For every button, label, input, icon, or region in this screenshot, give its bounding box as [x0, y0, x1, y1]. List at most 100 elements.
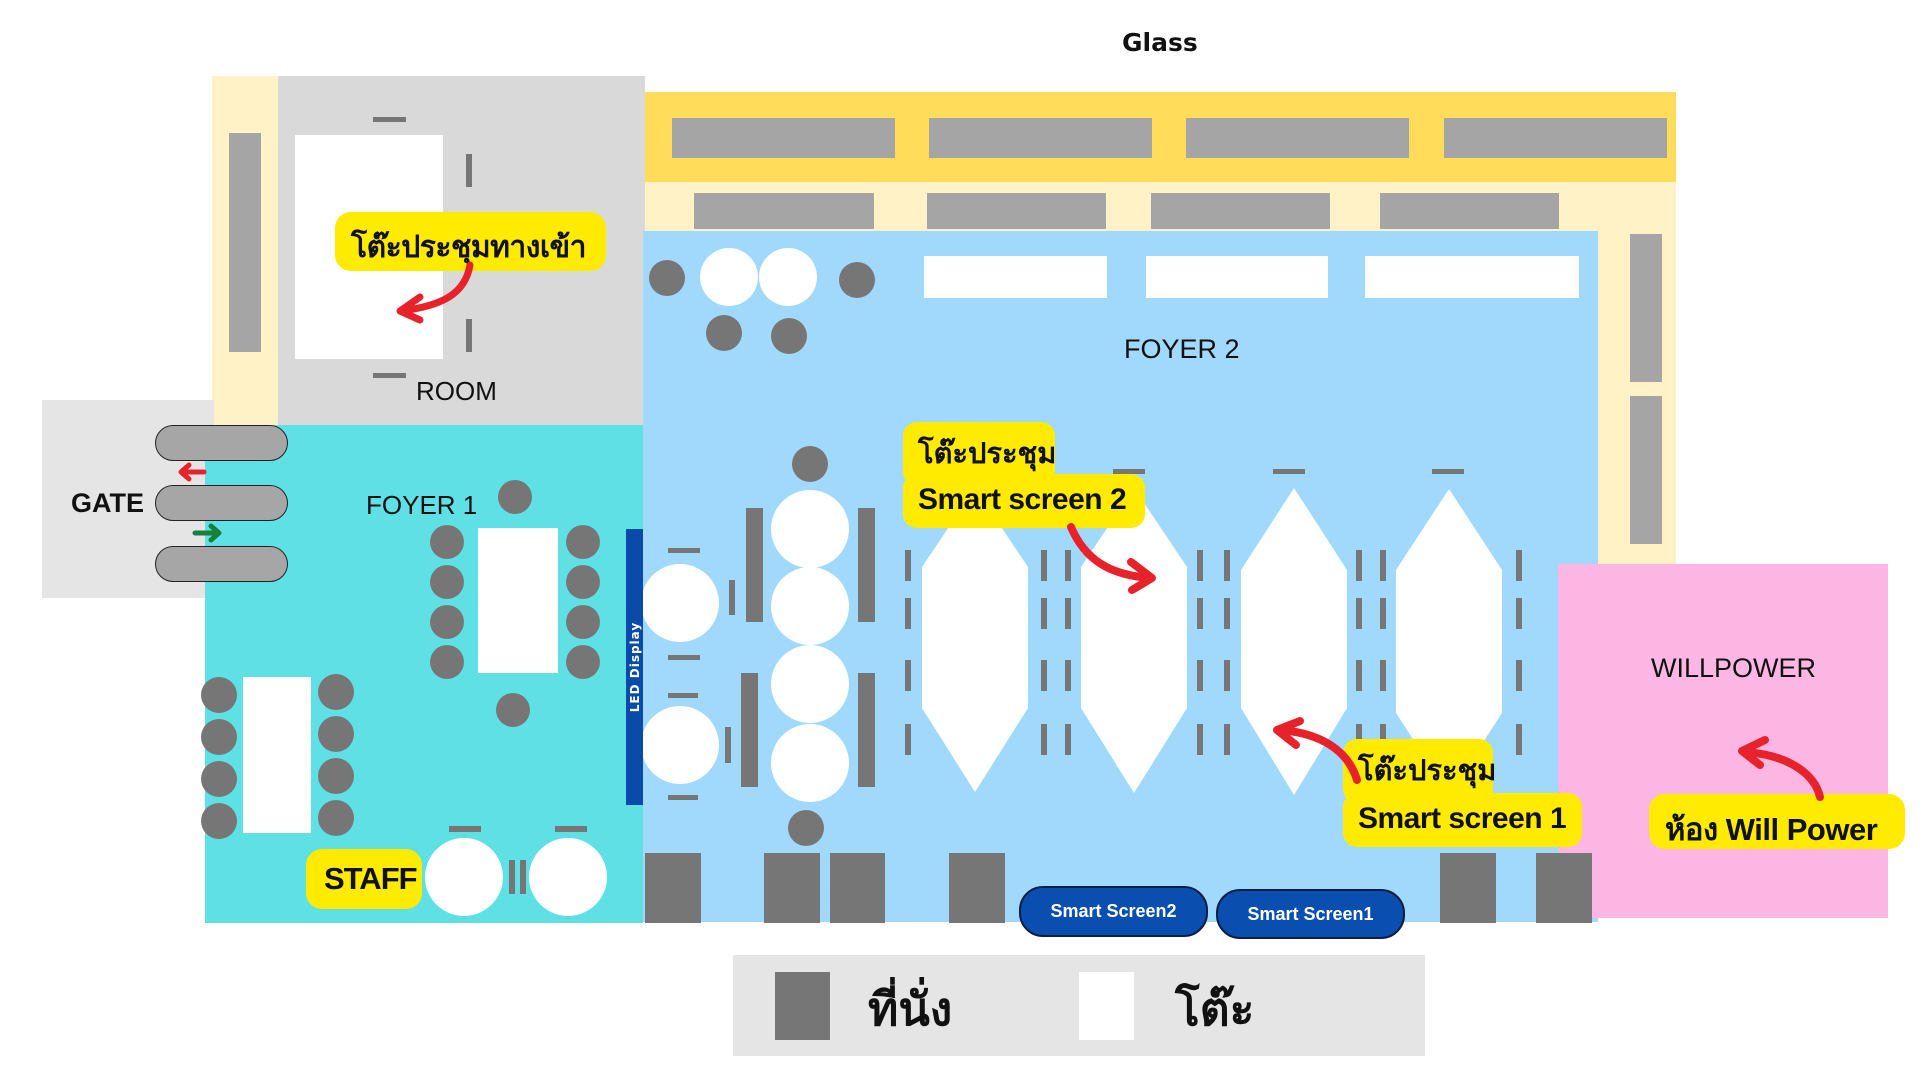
chair — [1041, 660, 1047, 691]
chair — [509, 860, 515, 894]
wall-seat — [694, 193, 874, 229]
callout-ss1-line1: โต๊ะประชุม — [1358, 755, 1497, 787]
smart-screen-1[interactable]: Smart Screen1 — [1216, 889, 1405, 939]
glass-wall-seat — [672, 118, 895, 158]
chair — [1380, 660, 1386, 691]
chair — [1041, 550, 1047, 581]
bottom-seat — [830, 853, 885, 923]
bottom-seat — [764, 853, 820, 923]
callout-willpower: ห้อง Will Power — [1649, 794, 1905, 849]
callout-ss1-top — [1343, 739, 1493, 803]
gate-label: GATE — [71, 488, 144, 518]
callout-entrance-text: โต๊ะประชุมทางเข้า — [351, 231, 587, 264]
chair — [1356, 550, 1362, 581]
round-table — [771, 567, 849, 645]
foyer1-table — [478, 528, 558, 673]
chair — [1065, 598, 1071, 629]
bottom-seat — [949, 853, 1005, 923]
foyer2-long-table — [1146, 256, 1328, 298]
bottom-seat — [645, 853, 701, 923]
chair — [1041, 598, 1047, 629]
round-table — [771, 490, 849, 568]
chair — [788, 810, 824, 846]
round-table — [700, 248, 758, 306]
chair — [566, 605, 600, 639]
chair — [706, 315, 742, 351]
bench — [858, 673, 875, 787]
chair — [725, 727, 731, 763]
staff-label-text: STAFF — [324, 861, 418, 896]
foyer2-long-table — [1365, 256, 1579, 298]
foyer2-label: FOYER 2 — [1124, 334, 1240, 364]
chair — [1197, 724, 1203, 755]
right-wall-seat — [1630, 234, 1662, 382]
chair — [318, 716, 354, 752]
willpower-label: WILLPOWER — [1651, 653, 1817, 683]
chair — [1224, 660, 1230, 691]
foyer1-table — [243, 677, 311, 833]
chair — [1273, 469, 1305, 474]
legend: ที่นั่ง โต๊ะ — [733, 955, 1425, 1056]
chair — [318, 800, 354, 836]
chair — [430, 565, 464, 599]
right-wall-seat — [1630, 396, 1662, 544]
chair — [1516, 660, 1522, 691]
callout-ss1-line2: Smart screen 1 — [1358, 802, 1567, 835]
chair — [1516, 550, 1522, 581]
foyer2-long-table — [924, 256, 1107, 298]
willpower-room[interactable] — [1558, 564, 1888, 918]
round-table — [759, 248, 817, 306]
chair — [668, 693, 698, 698]
smart-screen-2[interactable]: Smart Screen2 — [1019, 886, 1208, 937]
wall-seat — [1151, 193, 1330, 229]
chair — [566, 525, 600, 559]
callout-ss2-line1: โต๊ะประชุม — [918, 438, 1057, 470]
staff-round-table — [529, 838, 607, 916]
chair — [318, 674, 354, 710]
chair — [201, 803, 237, 839]
chair — [668, 795, 698, 800]
room-chair — [373, 117, 406, 122]
chair — [430, 605, 464, 639]
gate-turnstile-1 — [155, 425, 288, 461]
chair — [496, 693, 530, 727]
round-table — [771, 645, 849, 723]
chair — [905, 660, 911, 691]
glass-wall-seat — [1186, 118, 1409, 158]
chair — [1065, 550, 1071, 581]
bottom-seat — [1536, 853, 1592, 923]
chair — [566, 565, 600, 599]
staff-round-table — [425, 838, 503, 916]
round-table — [771, 724, 849, 802]
glass-label: Glass — [1122, 28, 1198, 57]
bench — [858, 508, 875, 622]
legend-table-swatch — [1079, 972, 1134, 1040]
round-table — [641, 706, 719, 784]
room-chair — [466, 154, 472, 187]
chair — [729, 580, 735, 615]
room-chair — [466, 319, 472, 352]
room-chair — [373, 373, 406, 378]
gate-turnstile-2 — [155, 485, 288, 521]
legend-seat-swatch — [775, 972, 830, 1040]
chair — [201, 719, 237, 755]
legend-table-label: โต๊ะ — [1175, 982, 1255, 1036]
gate-turnstile-3 — [155, 546, 288, 582]
room-label: ROOM — [416, 376, 497, 406]
callout-ss2-line2: Smart screen 2 — [918, 483, 1127, 516]
bench — [746, 508, 763, 622]
legend-seat-label: ที่นั่ง — [868, 982, 953, 1036]
chair — [1224, 550, 1230, 581]
glass-wall-seat — [1444, 118, 1667, 158]
chair — [839, 262, 875, 298]
chair — [905, 598, 911, 629]
chair — [1224, 598, 1230, 629]
chair — [771, 318, 807, 354]
callout-ss2-bottom — [903, 474, 1145, 528]
staff-label: STAFF — [306, 849, 422, 909]
chair — [1432, 469, 1464, 474]
wall-seat — [1380, 193, 1559, 229]
chair — [430, 645, 464, 679]
chair — [668, 548, 700, 553]
chair — [1113, 469, 1145, 474]
